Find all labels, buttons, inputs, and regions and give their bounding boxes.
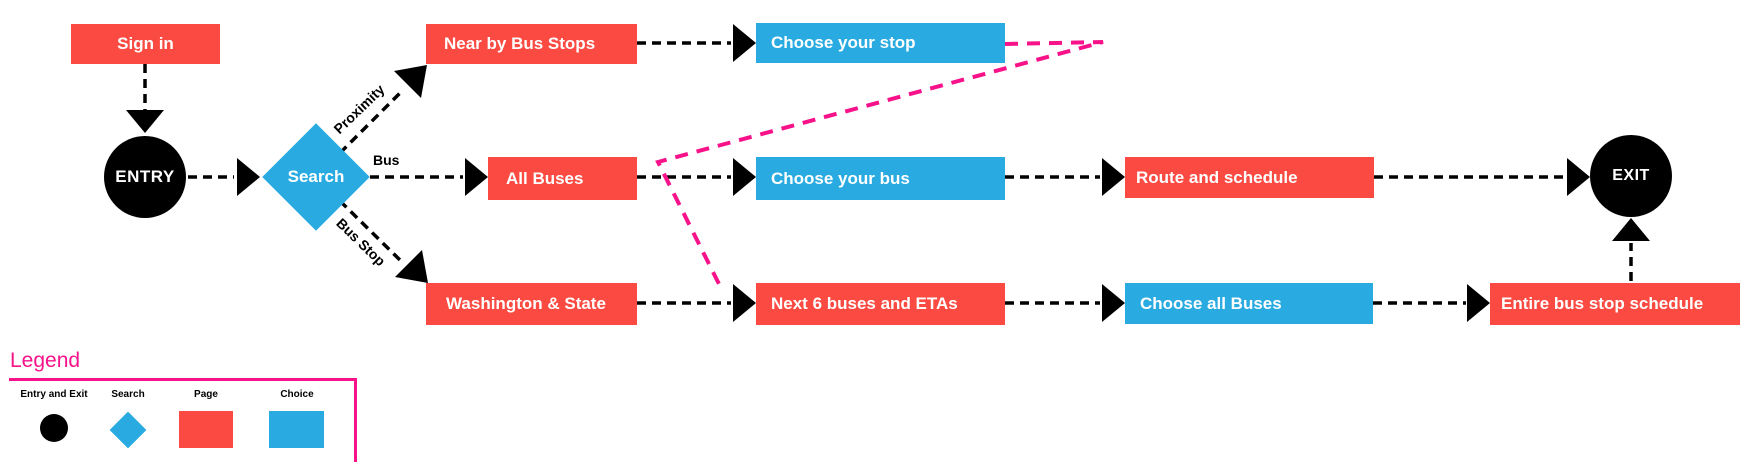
arrowhead-entire	[1467, 284, 1490, 322]
node-choose-your-bus-label: Choose your bus	[771, 168, 910, 188]
node-all-buses[interactable]: All Buses	[488, 157, 637, 200]
node-sign-in-label: Sign in	[117, 34, 174, 53]
arrowhead-exit-bottom	[1612, 218, 1650, 241]
legend-choice-icon	[269, 411, 324, 448]
arrowhead-choosebus	[733, 158, 756, 196]
arrowhead-chooseall	[1102, 284, 1125, 322]
legend-entry-exit-icon	[40, 414, 68, 442]
arrowhead-entry	[126, 110, 164, 133]
node-choose-all-buses[interactable]: Choose all Buses	[1125, 283, 1373, 324]
node-entire-schedule-label: Entire bus stop schedule	[1501, 294, 1704, 313]
node-entire-schedule[interactable]: Entire bus stop schedule	[1490, 283, 1740, 325]
legend-page-icon	[179, 411, 233, 448]
arrowhead-choosestop	[733, 24, 756, 62]
arrowhead-allbuses	[465, 158, 488, 196]
node-all-buses-label: All Buses	[506, 168, 584, 188]
legend-label-choice: Choice	[280, 389, 314, 400]
node-entry-label: ENTRY	[115, 167, 175, 186]
arrowhead-next6	[733, 284, 756, 322]
edge-label-bus: Bus	[373, 152, 400, 168]
node-next-6-buses-label: Next 6 buses and ETAs	[771, 294, 958, 313]
arrowhead-exit	[1567, 158, 1590, 196]
arrowhead-washington	[395, 250, 428, 283]
node-choose-your-stop-label: Choose your stop	[771, 33, 916, 52]
node-exit[interactable]: EXIT	[1590, 135, 1672, 217]
legend-label-page: Page	[194, 389, 218, 400]
node-near-by-bus-stops[interactable]: Near by Bus Stops	[426, 24, 637, 64]
legend-label-entry-exit: Entry and Exit	[20, 389, 88, 400]
legend-title: Legend	[10, 349, 81, 372]
node-near-by-bus-stops-label: Near by Bus Stops	[444, 34, 596, 53]
node-washington-state-label: Washington & State	[446, 294, 606, 313]
node-next-6-buses[interactable]: Next 6 buses and ETAs	[756, 283, 1005, 325]
edge-label-proximity: Proximity	[330, 81, 388, 137]
node-route-and-schedule-label: Route and schedule	[1136, 167, 1298, 187]
node-route-and-schedule[interactable]: Route and schedule	[1125, 157, 1374, 198]
node-choose-all-buses-label: Choose all Buses	[1140, 293, 1282, 313]
node-choose-your-bus[interactable]: Choose your bus	[756, 157, 1005, 200]
edge-label-bus-stop: Bus Stop	[333, 214, 389, 270]
node-washington-state[interactable]: Washington & State	[426, 283, 637, 325]
node-search-label: Search	[287, 167, 345, 186]
arrowhead-nearby	[394, 65, 427, 98]
arrowhead-search	[237, 158, 260, 196]
node-sign-in[interactable]: Sign in	[71, 24, 220, 64]
node-exit-label: EXIT	[1612, 167, 1650, 184]
node-choose-your-stop[interactable]: Choose your stop	[756, 23, 1005, 63]
node-entry[interactable]: ENTRY	[104, 136, 186, 218]
legend-label-search: Search	[111, 389, 145, 400]
legend-box	[9, 378, 357, 462]
arrowhead-route	[1102, 158, 1125, 196]
